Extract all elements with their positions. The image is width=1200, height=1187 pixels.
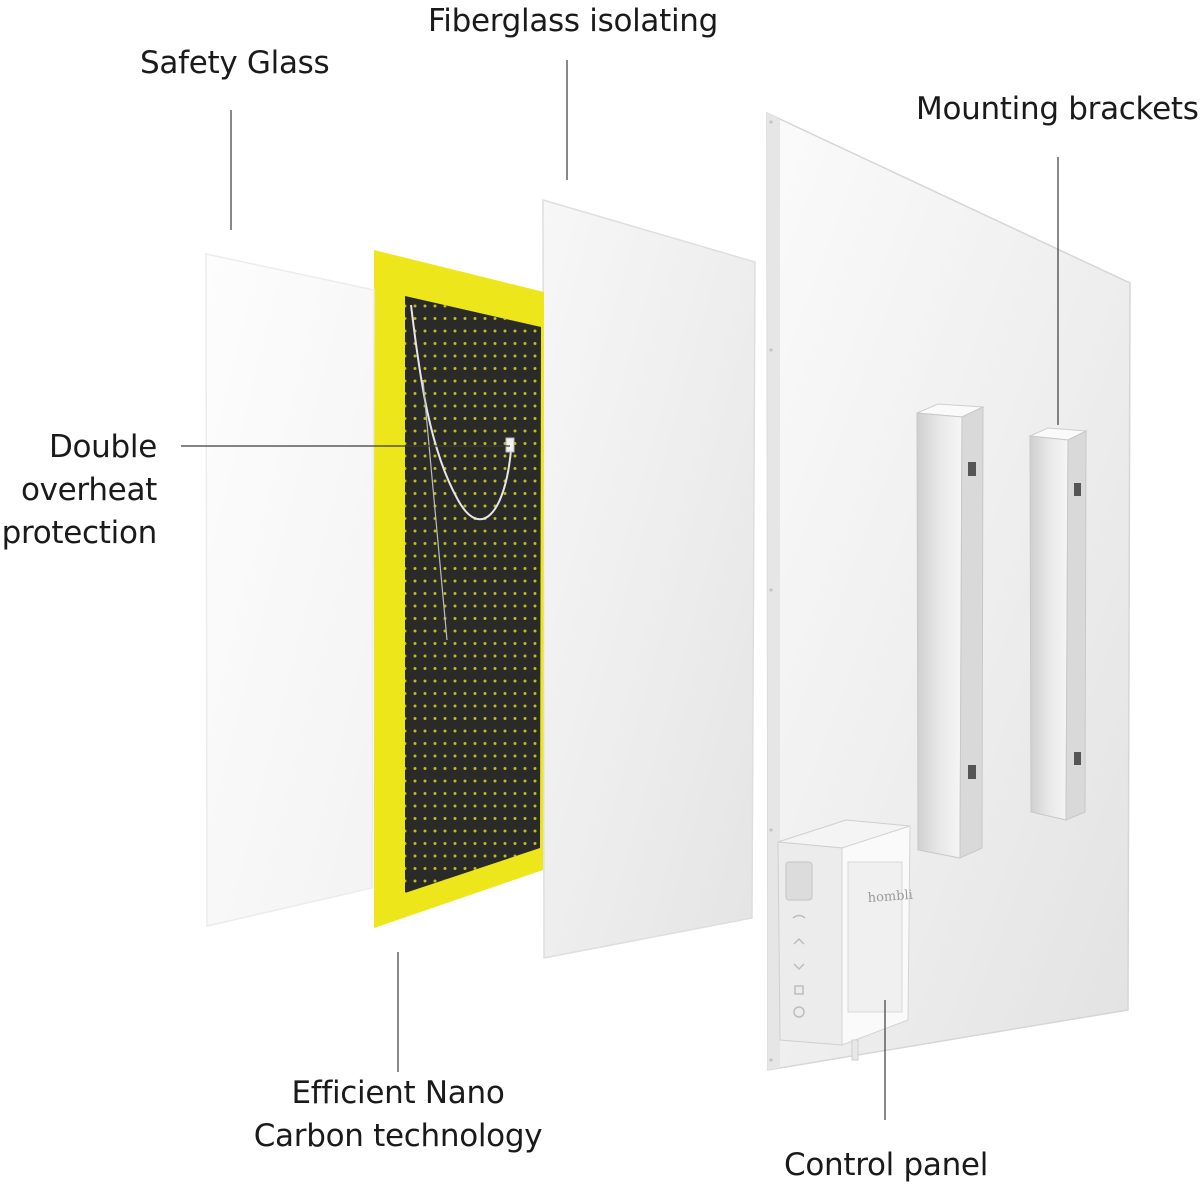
fiberglass-layer — [542, 198, 756, 959]
mounting-bracket-left — [916, 403, 985, 859]
menu-icon — [794, 985, 804, 995]
label-overheat-line-1: Double — [48, 429, 157, 465]
power-icon — [793, 1006, 805, 1018]
label-overheat-line-3: protection — [1, 515, 158, 551]
lcd-display-icon — [785, 861, 813, 901]
label-nano-carbon-line-1: Efficient Nano — [291, 1075, 505, 1111]
label-control-panel: Control panel — [784, 1147, 989, 1183]
power-cable — [851, 1039, 859, 1061]
mounting-bracket-right — [1028, 427, 1088, 821]
carbon-film-layer — [374, 250, 544, 928]
safety-glass-layer — [205, 253, 375, 927]
brand-logo: hombli — [867, 888, 913, 906]
overheat-sensor — [505, 437, 515, 453]
label-safety-glass: Safety Glass — [140, 45, 330, 81]
arrow-down-icon — [793, 963, 805, 971]
product-label — [847, 861, 903, 1013]
label-nano-carbon-line-2: Carbon technology — [253, 1118, 543, 1154]
label-mounting-brackets: Mounting brackets — [916, 91, 1199, 127]
label-nano-carbon: Efficient Nano Carbon technology — [240, 1072, 556, 1158]
leader-lines — [181, 60, 1059, 1120]
label-overheat-line-2: overheat — [20, 472, 157, 508]
arrow-up-icon — [793, 937, 805, 945]
label-overheat-protection: Double overheat protection — [0, 426, 158, 555]
control-panel-box: hombli — [777, 819, 913, 1061]
wifi-icon — [792, 914, 806, 919]
label-fiberglass: Fiberglass isolating — [428, 3, 719, 39]
